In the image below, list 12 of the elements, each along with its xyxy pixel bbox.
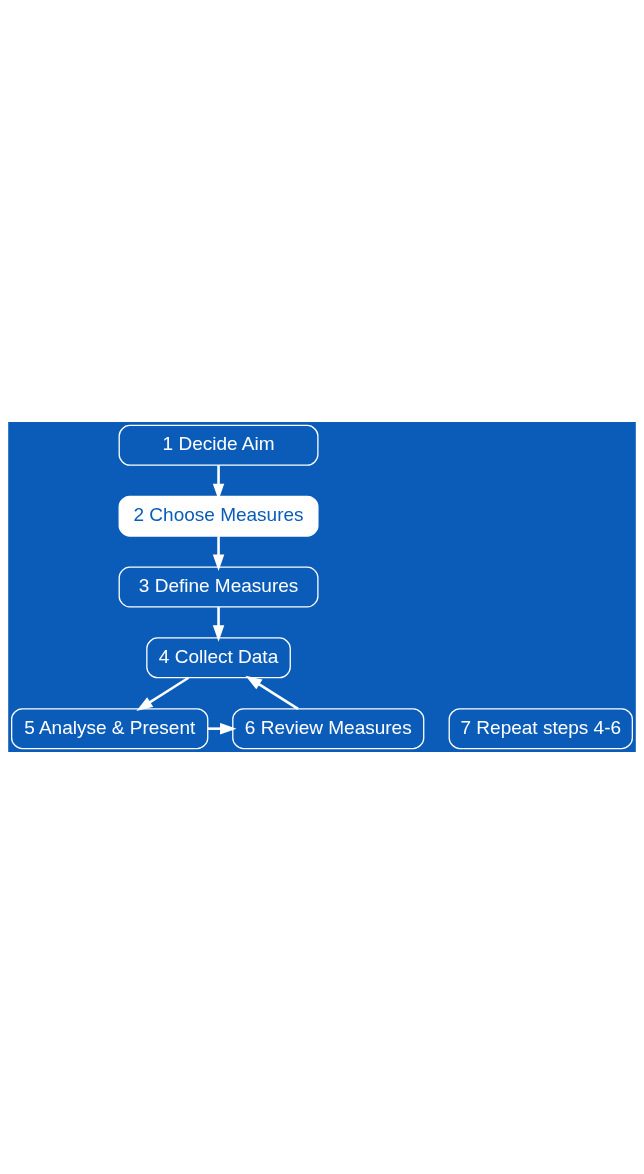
arrow (212, 607, 225, 642)
node-box: 3 Define Measures (118, 566, 319, 608)
node-box: 7 Repeat steps 4-6 (448, 708, 633, 750)
node-box: 4 Collect Data (146, 637, 291, 679)
node-box: 5 Analyse & Present (11, 708, 209, 750)
node-box: 6 Review Measures (232, 708, 425, 750)
node-box: 2 Choose Measures (118, 495, 319, 537)
arrow (207, 722, 237, 735)
arrow (212, 536, 225, 571)
arrow (245, 675, 299, 710)
node-box: 1 Decide Aim (118, 424, 319, 466)
arrow (136, 676, 190, 711)
